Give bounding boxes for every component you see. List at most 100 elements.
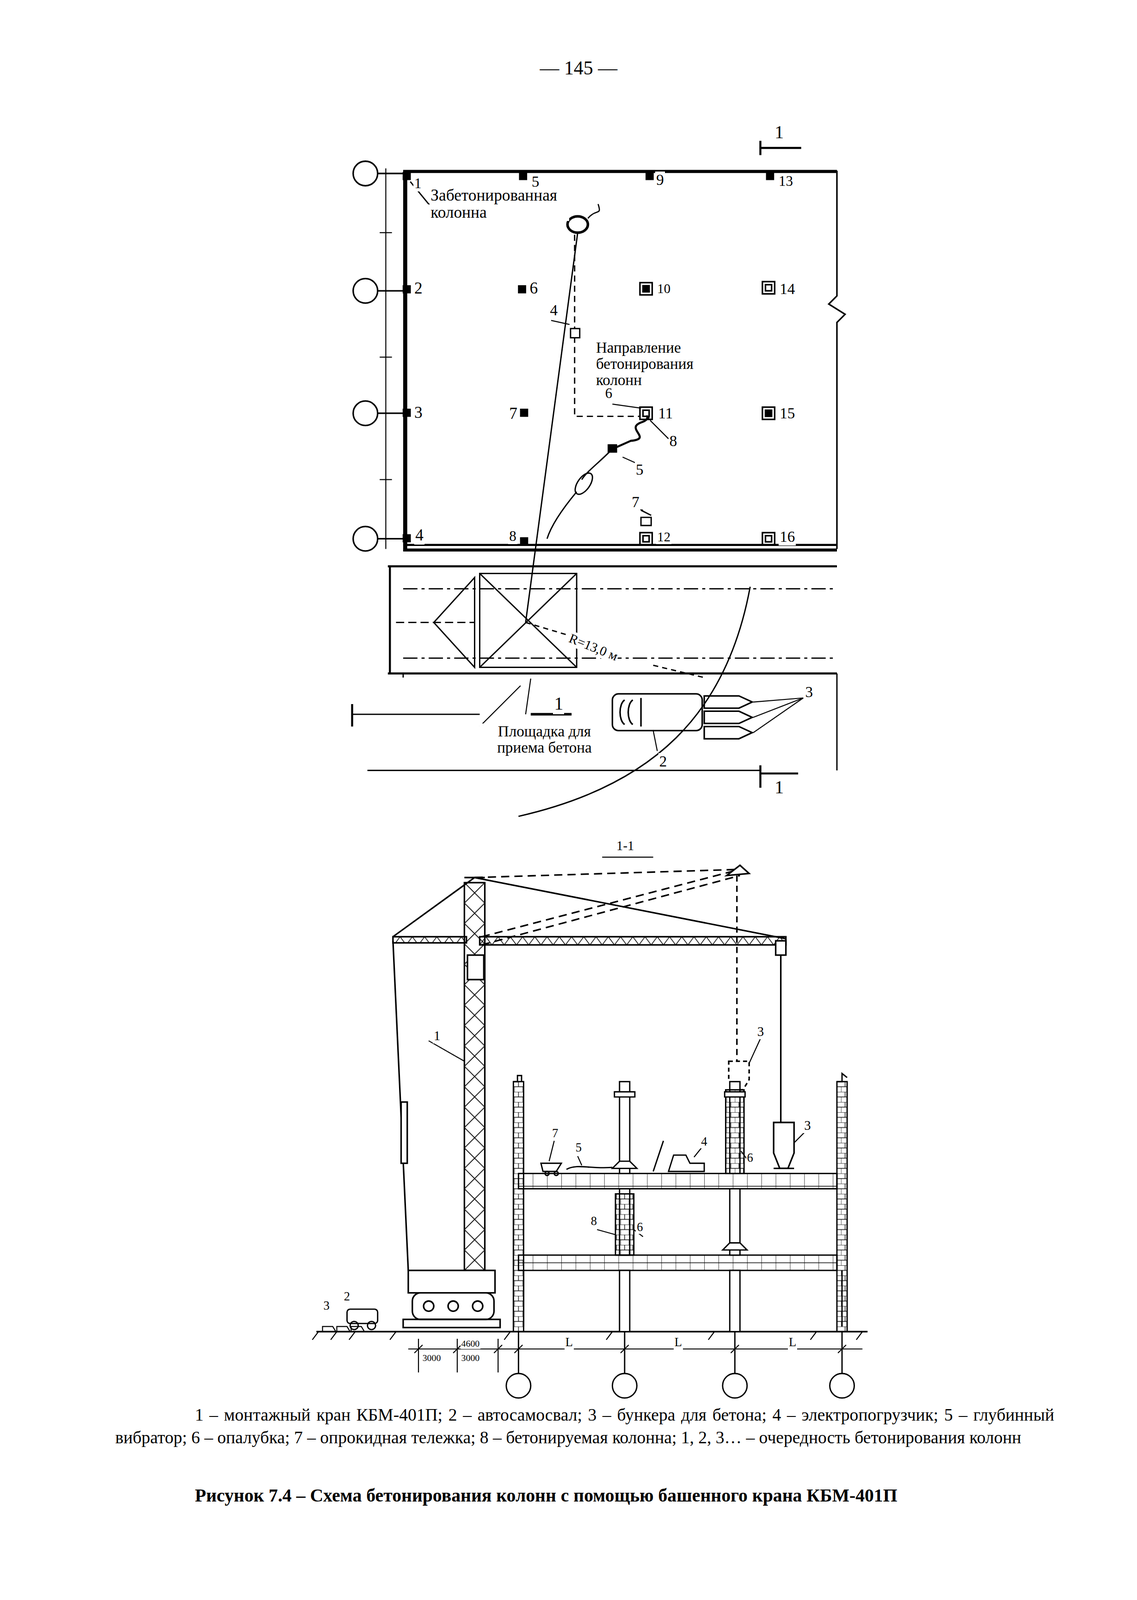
crane-runway-part [387,565,837,568]
plan-work-scheme [410,181,717,623]
tower-crane-part [467,955,484,980]
callout-text: Забетонированная колонна [429,186,570,222]
tower-crane-part [726,865,750,876]
column-number: 4 [414,526,425,545]
crane-hooks-buckets-part [773,1167,794,1170]
axis-bubbles-part [379,356,392,358]
dimension-lines-part [493,1345,503,1354]
concrete-receiving-area [352,673,837,771]
plan-building [403,171,846,552]
page-number: — 145 — [538,57,619,79]
callout-number: 1 [432,1028,442,1044]
tower-crane-part [428,1040,465,1062]
plan-work-scheme-part [551,320,570,325]
tower-crane-part [393,940,409,1271]
radius-dimension: R=13,0 м [565,630,621,664]
dimension-lines-part [497,1339,499,1373]
axis-bubbles-part [353,278,378,304]
plan-building-part [403,171,846,550]
slab-equipment-part [540,1163,562,1172]
slab-equipment-part [566,1166,613,1170]
section-marks-part [759,765,762,788]
section-marks-part [602,856,653,858]
truck-section-part [367,1321,376,1330]
slab-equipment-part [694,1147,703,1158]
dump-truck-plan-part [612,694,702,731]
slab-equipment [540,1141,750,1237]
concrete-receiving-area-part [530,712,572,716]
slab-equipment-part [653,1141,664,1172]
callout-number: 5 [574,1141,583,1155]
section-mark: 1 [553,694,565,715]
crane-hooks-buckets-part [775,940,787,956]
callout-number: 6 [604,385,614,402]
dimension: 4600 [460,1339,481,1350]
building-section-part [725,1089,744,1174]
callout-number: 2 [343,1290,351,1304]
plan-building-part [403,548,837,552]
axis-bubbles-part [353,161,378,186]
crane-runway-part [518,586,750,817]
building-section-part [836,1073,848,1082]
callout-number: 7 [630,493,641,511]
ground-line [312,1331,868,1340]
tower-crane-part [474,869,740,879]
dimension-lines-part [730,1345,739,1354]
column-number: 10 [656,281,672,297]
plan-work-scheme-part [567,216,588,233]
slab-equipment-part [554,1171,559,1176]
concrete-buckets-plan-part [704,726,753,739]
building-section-part [518,1255,837,1271]
plan-columns-part [520,409,528,417]
building-section-part [518,1173,837,1189]
dump-truck-plan-part [653,730,658,751]
callout-number: 6 [746,1151,755,1165]
area-label: Площадка для приема бетона [479,723,609,756]
concrete-receiving-area-part [352,713,480,716]
concrete-receiving-area-part [836,673,838,771]
plan-work-scheme-part [574,234,640,417]
plan-work-scheme-part [546,491,577,540]
crane-runway-part [479,573,577,668]
direction-note: Направление бетонирования колонн [595,339,720,388]
tower-crane-part [474,877,786,939]
slab-equipment-part [545,1171,550,1176]
building-section-part [612,1161,637,1169]
building-section-part [513,1081,524,1333]
column-number: 1 [413,175,423,192]
tower-crane-part [408,1270,496,1294]
callout-number: 3 [756,1024,765,1040]
formwork-columns-part [765,284,772,291]
dimension-lines-part [620,1345,629,1354]
building-section-part [614,1092,635,1098]
dimension-lines-part [514,1345,523,1354]
section-marks-part [760,147,801,149]
column-number: 16 [778,528,796,546]
concrete-buckets-plan-part [704,695,753,708]
dump-truck-plan-part [640,698,642,727]
truck-section [322,1309,378,1333]
axis-bubbles-part [353,526,378,552]
building-section-part [619,1270,630,1332]
column-number: 8 [508,528,517,545]
truck-section-part [322,1326,365,1332]
plan-building-part [403,171,408,552]
callout-number: 8 [668,432,679,450]
dump-truck-plan-part [628,700,634,725]
formwork-columns-part [643,410,650,417]
crane-runway [387,566,837,817]
tower-crane-part [423,1301,434,1312]
section-axes-part [506,1373,531,1399]
plan-columns-part [520,537,528,545]
tower-crane-part [472,1301,483,1312]
crane-runway-part [479,573,577,668]
concrete-buckets-plan-part [753,698,804,703]
building-section-part [523,1270,842,1327]
formwork-columns-part [762,281,775,294]
building-section [513,1073,848,1332]
axis-bubbles-part [377,412,404,414]
section-title: 1-1 [615,838,635,854]
formwork-columns [639,281,775,545]
dump-truck-plan [612,694,702,752]
dimension: L [673,1335,683,1350]
